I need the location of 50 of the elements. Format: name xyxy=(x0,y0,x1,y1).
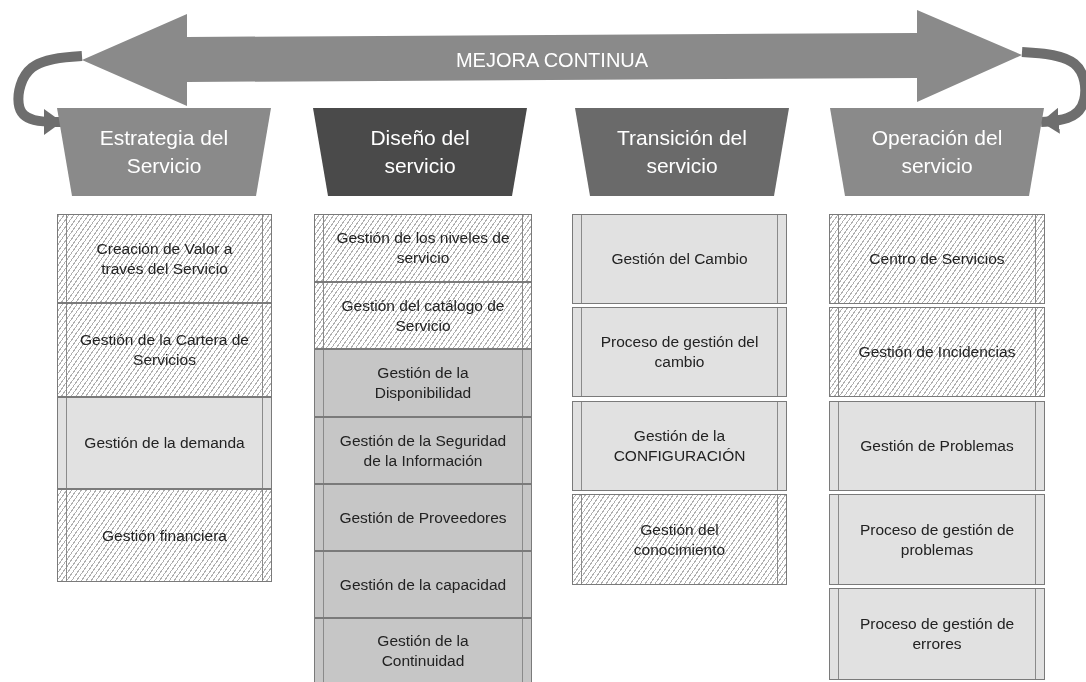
process-label: Gestión de los niveles de servicio xyxy=(335,228,511,268)
header-trapezoid xyxy=(57,108,271,196)
curved-arrow xyxy=(13,51,83,135)
phase-title: Estrategia del Servicio xyxy=(98,125,230,179)
process-box xyxy=(314,551,532,618)
process-label: Gestión de la Continuidad xyxy=(376,631,470,671)
process-label: Gestión de la Disponibilidad xyxy=(373,363,473,403)
header-trapezoid xyxy=(575,108,789,196)
process-label: Gestión de la capacidad xyxy=(339,574,507,595)
process-box xyxy=(829,401,1045,491)
process-box xyxy=(829,307,1045,397)
process-box xyxy=(829,214,1045,304)
process-label: Gestión del Cambio xyxy=(611,249,748,269)
process-label: Proceso de gestión de errores xyxy=(858,614,1016,654)
process-label: Gestión de la demanda xyxy=(84,433,245,453)
process-label: Proceso de gestión del cambio xyxy=(599,332,760,372)
process-label: Gestión de la Seguridad de la Información xyxy=(338,430,508,471)
process-box xyxy=(314,214,532,282)
header-trapezoid xyxy=(830,108,1044,196)
process-box xyxy=(314,618,532,682)
phase-title: Transición del servicio xyxy=(616,125,748,179)
process-box xyxy=(314,484,532,551)
process-label: Gestión de la CONFIGURACIÓN xyxy=(612,426,747,466)
process-label: Gestión financiera xyxy=(102,525,227,546)
process-box xyxy=(314,282,532,349)
phase-title: Operación del servicio xyxy=(870,125,1004,179)
process-label: Centro de Servicios xyxy=(869,249,1005,269)
process-box xyxy=(57,489,272,582)
process-box xyxy=(572,214,787,304)
process-label: Gestión de Incidencias xyxy=(858,342,1016,362)
process-label: Gestión de la Cartera de Servicios xyxy=(79,330,250,370)
header-trapezoid xyxy=(313,108,527,196)
process-box xyxy=(57,397,272,489)
process-box xyxy=(57,214,272,303)
process-label: Gestión del conocimiento xyxy=(632,519,727,560)
process-label: Proceso de gestión de problemas xyxy=(858,519,1016,560)
process-box xyxy=(572,494,787,585)
process-label: Gestión del catálogo de Servicio xyxy=(340,295,506,336)
process-box xyxy=(572,307,787,397)
process-label: Gestión de Proveedores xyxy=(339,507,507,528)
process-box xyxy=(829,494,1045,585)
process-box xyxy=(314,417,532,484)
process-box xyxy=(829,588,1045,680)
process-box xyxy=(57,303,272,397)
phase-title: Diseño del servicio xyxy=(369,125,471,179)
process-label: Creación de Valor a través del Servicio xyxy=(95,238,234,279)
curved-arrow xyxy=(1021,47,1086,134)
process-box xyxy=(572,401,787,491)
process-box xyxy=(314,349,532,417)
process-label: Gestión de Problemas xyxy=(860,436,1014,456)
